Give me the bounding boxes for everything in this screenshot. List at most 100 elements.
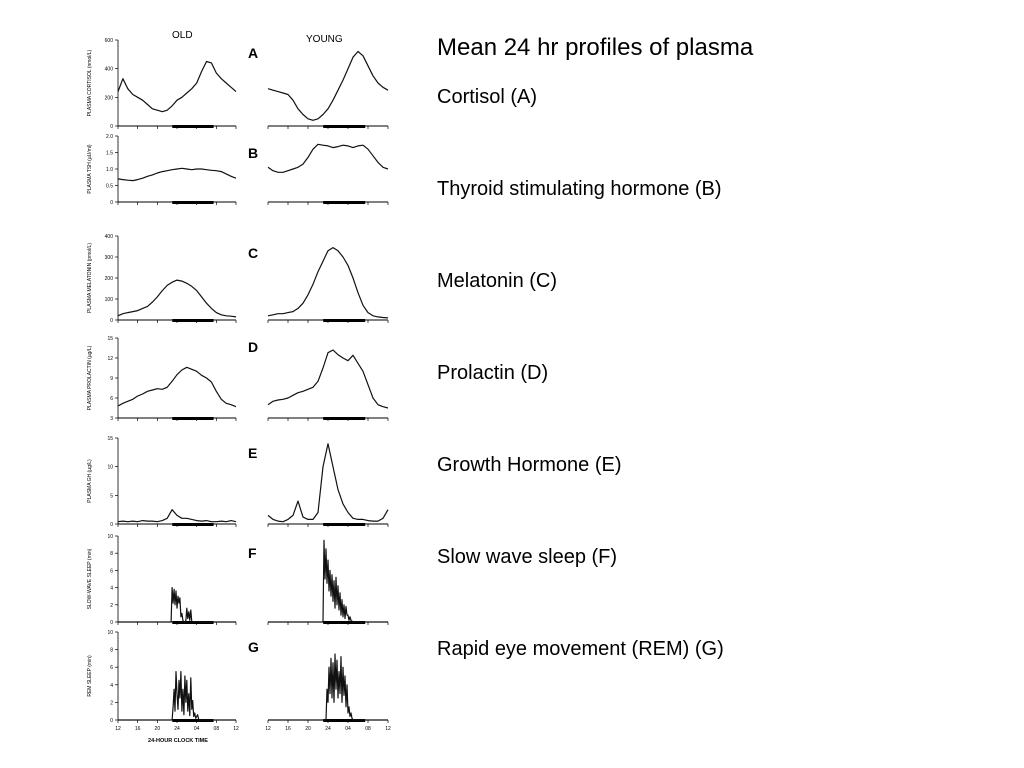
series-line-young-A (267, 50, 389, 121)
panel-letter-E: E (248, 445, 257, 461)
x-tick-label: 12 (385, 726, 391, 732)
y-axis-label-F: SLOW-WAVE SLEEP (min) (87, 548, 93, 609)
sleep-period-bar (172, 201, 214, 204)
y-tick-label-G: 4 (110, 683, 113, 689)
x-tick-label: 20 (305, 726, 311, 732)
series-line-young-E (267, 443, 389, 523)
sleep-period-bar (172, 319, 214, 322)
x-axis-label: 24-HOUR CLOCK TIME (148, 738, 208, 744)
y-tick-label-A: 0 (110, 124, 113, 130)
x-tick-label: 04 (194, 726, 200, 732)
sleep-period-bar (172, 125, 214, 128)
sleep-period-bar (323, 719, 366, 722)
y-tick-label-C: 300 (105, 255, 114, 261)
y-axis-label-D: PLASMA PROLACTIN (µg/L) (87, 345, 93, 410)
y-tick-label-G: 6 (110, 665, 113, 671)
y-tick-label-G: 10 (107, 630, 113, 636)
panel-letter-G: G (248, 639, 259, 655)
y-tick-label-F: 2 (110, 603, 113, 609)
x-tick-label: 16 (135, 726, 141, 732)
x-tick-label: 24 (325, 726, 331, 732)
series-line-old-C (117, 279, 237, 318)
panel-letter-C: C (248, 245, 258, 261)
y-tick-label-B: 0.5 (106, 184, 113, 190)
sleep-period-bar (172, 719, 214, 722)
sleep-period-bar (323, 201, 366, 204)
y-tick-label-G: 8 (110, 648, 113, 654)
y-tick-label-D: 3 (110, 416, 113, 422)
series-line-old-D (117, 366, 237, 408)
series-line-young-D (267, 349, 389, 409)
sleep-period-bar (172, 523, 214, 526)
y-axis-label-G: REM SLEEP (min) (87, 655, 93, 697)
sleep-period-bar (323, 125, 366, 128)
x-tick-label: 12 (265, 726, 271, 732)
y-tick-label-C: 0 (110, 318, 113, 324)
caption-slow-wave-sleep: Slow wave sleep (F) (437, 546, 618, 568)
panel-letter-D: D (248, 339, 258, 355)
y-tick-label-B: 0 (110, 200, 113, 206)
panel-letter-B: B (248, 145, 258, 161)
y-axis-label-B: PLASMA TSH (µU/ml) (87, 144, 93, 194)
sleep-period-bar (172, 417, 214, 420)
caption-rem-sleep: Rapid eye movement (REM) (G) (437, 638, 724, 660)
y-tick-label-B: 2.0 (106, 134, 113, 140)
caption-growth-hormone: Growth Hormone (E) (437, 454, 622, 476)
x-tick-label: 08 (365, 726, 371, 732)
panel-letter-F: F (248, 545, 257, 561)
y-tick-label-A: 400 (105, 67, 114, 73)
x-tick-label: 24 (174, 726, 180, 732)
series-line-young-F (268, 539, 388, 623)
y-axis-label-A: PLASMA CORTISOL (nmol/L) (87, 49, 93, 116)
y-tick-label-E: 10 (107, 465, 113, 471)
x-tick-label: 16 (285, 726, 291, 732)
y-tick-label-D: 9 (110, 376, 113, 382)
x-tick-label: 04 (345, 726, 351, 732)
y-tick-label-E: 5 (110, 493, 113, 499)
y-tick-label-E: 0 (110, 522, 113, 528)
y-tick-label-B: 1.5 (106, 151, 113, 157)
y-tick-label-D: 15 (107, 336, 113, 342)
y-axis-label-C: PLASMA MELATONIN (pmol/L) (87, 243, 93, 313)
y-tick-label-G: 2 (110, 700, 113, 706)
caption-melatonin: Melatonin (C) (437, 270, 558, 292)
y-tick-label-F: 8 (110, 551, 113, 557)
series-line-old-F (118, 587, 236, 623)
y-axis-label-E: PLASMA GH (µg/L) (87, 459, 93, 503)
series-line-young-B (267, 143, 389, 173)
y-tick-label-C: 200 (105, 276, 114, 282)
y-tick-label-C: 400 (105, 234, 114, 240)
column-label-old: OLD (172, 30, 193, 41)
x-tick-label: 12 (115, 726, 121, 732)
x-tick-label: 20 (155, 726, 161, 732)
y-tick-label-C: 100 (105, 297, 114, 303)
series-line-young-G (268, 653, 388, 721)
sleep-period-bar (323, 523, 366, 526)
y-tick-label-A: 200 (105, 95, 114, 101)
y-tick-label-D: 6 (110, 396, 113, 402)
panel-letter-A: A (248, 45, 258, 61)
series-line-old-B (117, 167, 237, 182)
series-line-young-C (267, 247, 389, 319)
y-tick-label-B: 1.0 (106, 167, 113, 173)
y-tick-label-F: 6 (110, 568, 113, 574)
sleep-period-bar (323, 319, 366, 322)
y-tick-label-A: 600 (105, 38, 114, 44)
series-line-old-E (117, 509, 237, 523)
caption-tsh: Thyroid stimulating hormone (B) (437, 178, 722, 200)
series-line-old-A (117, 60, 237, 113)
caption-prolactin: Prolactin (D) (437, 362, 549, 384)
y-tick-label-G: 0 (110, 718, 113, 724)
y-tick-label-D: 12 (107, 356, 113, 362)
sleep-period-bar (323, 621, 366, 624)
y-tick-label-E: 15 (107, 436, 113, 442)
column-label-young: YOUNG (306, 34, 343, 45)
y-tick-label-F: 4 (110, 586, 113, 592)
y-tick-label-F: 0 (110, 620, 113, 626)
y-tick-label-F: 10 (107, 534, 113, 540)
x-tick-label: 08 (214, 726, 220, 732)
caption-cortisol: Cortisol (A) (437, 86, 538, 108)
sleep-period-bar (323, 417, 366, 420)
slide-title: Mean 24 hr profiles of plasma (437, 34, 754, 61)
